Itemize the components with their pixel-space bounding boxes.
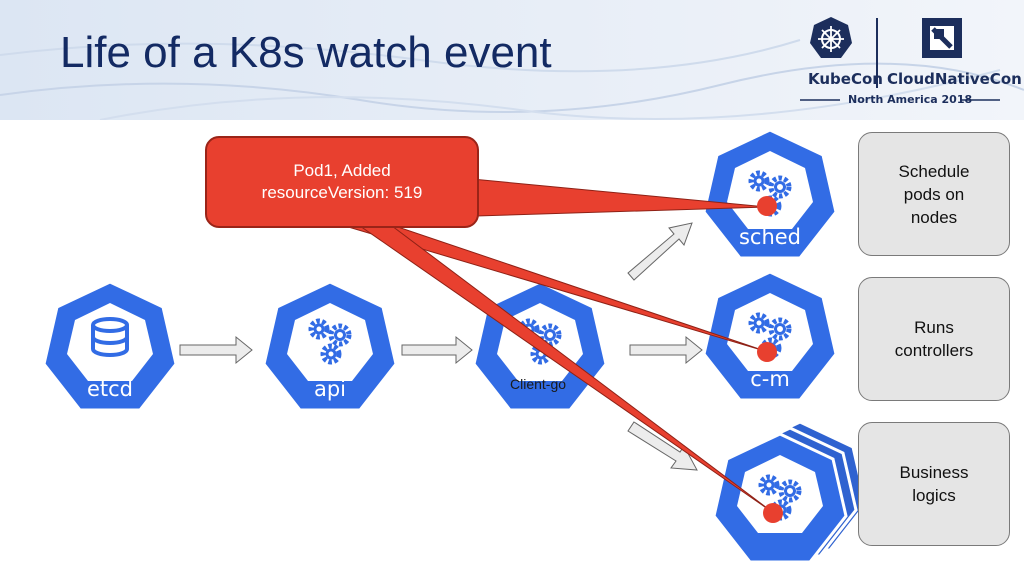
cm-description-box: Runs controllers <box>858 277 1010 401</box>
api-label: api <box>314 377 346 401</box>
event-type-text: Pod1, Added <box>293 161 391 180</box>
api-gears-icon <box>308 318 352 365</box>
kubecon-helm-icon <box>810 17 852 58</box>
etcd-node: etcd <box>42 280 178 412</box>
flow-arrow-client-to-business <box>627 421 698 471</box>
watch-event-callout: Pod1, Added resourceVersion: 519 <box>205 136 479 228</box>
cm-label: c-m <box>750 367 790 391</box>
sched-event-dot <box>757 196 777 216</box>
flow-arrow-etcd-to-api <box>179 335 253 365</box>
sched-description-box: Schedule pods on nodes <box>858 132 1010 256</box>
event-pointers <box>344 175 776 515</box>
database-icon <box>91 317 129 357</box>
business-node-stack <box>712 420 868 564</box>
resource-version-text: resourceVersion: 519 <box>261 183 423 202</box>
cm-event-dot <box>757 342 777 362</box>
client-go-label: Client-go <box>509 376 567 392</box>
flow-arrow-client-to-sched <box>627 222 693 281</box>
business-event-dot <box>763 503 783 523</box>
flow-arrow-api-to-client <box>401 335 473 365</box>
conference-edition: North America 2018 <box>848 93 973 106</box>
sched-label: sched <box>739 225 801 249</box>
business-description-box: Business logics <box>858 422 1010 546</box>
etcd-label: etcd <box>87 377 133 401</box>
cloudnativecon-wordmark: CloudNativeCon <box>887 70 1022 88</box>
flow-arrow-client-to-cm <box>629 335 703 365</box>
slide-title: Life of a K8s watch event <box>60 28 552 77</box>
cm-node: c-m <box>702 270 838 402</box>
conference-logo <box>800 17 1000 101</box>
cncf-logo-icon <box>922 18 962 58</box>
header-banner <box>0 0 1024 120</box>
kubecon-wordmark: KubeCon <box>808 70 883 88</box>
event-pointer-business <box>358 225 776 515</box>
banner-texture <box>0 39 1024 120</box>
sched-node: sched <box>702 128 838 260</box>
